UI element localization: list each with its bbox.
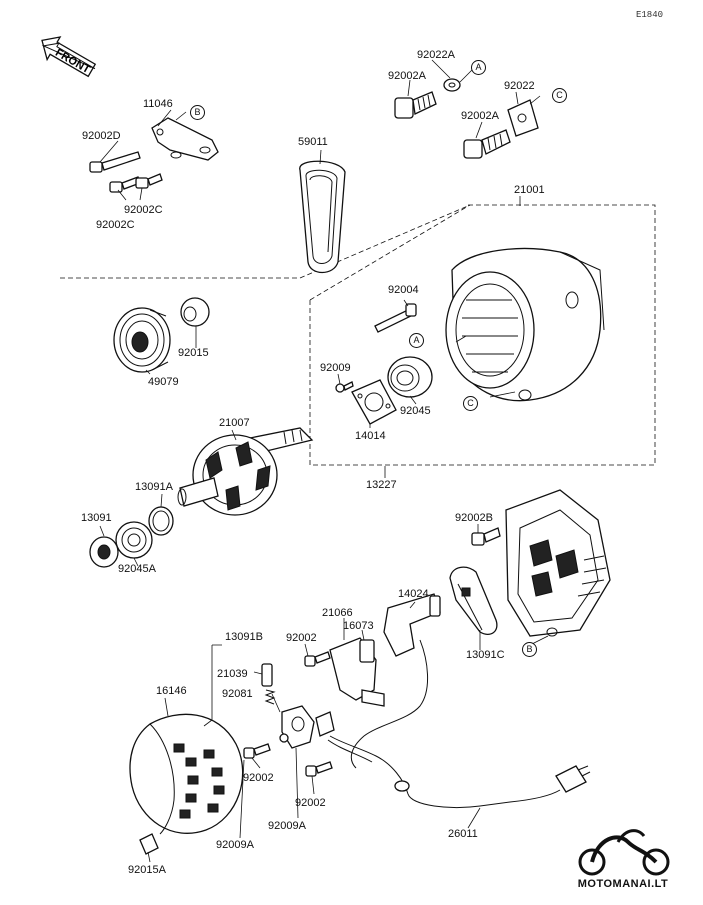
watermark-text: MOTOMANAI.LT (577, 878, 669, 890)
motorcycle-logo-icon (578, 829, 670, 876)
label-21039: 21039 (217, 668, 248, 680)
label-92022: 92022 (504, 80, 535, 92)
ref-mark-a-2: A (409, 333, 424, 348)
label-92002-3: 92002 (295, 797, 326, 809)
label-92081: 92081 (222, 688, 253, 700)
cover-13091C (449, 566, 498, 635)
brush-holder-21066 (329, 637, 385, 707)
rear-cover-16146 (129, 713, 244, 835)
label-13091B: 13091B (225, 631, 263, 643)
seal-13091 (89, 536, 119, 568)
front-housing-21001 (445, 247, 605, 402)
label-92009: 92009 (320, 362, 351, 374)
label-21001: 21001 (514, 184, 545, 196)
cap-92015A (139, 833, 159, 855)
screw-92002-3 (305, 761, 333, 777)
bolt-92002C-2 (135, 173, 163, 189)
bracket-11046 (151, 117, 219, 161)
ref-mark-c-2: C (463, 396, 478, 411)
stud-92004 (374, 303, 417, 333)
spring-92081 (264, 689, 276, 705)
plate-14014 (351, 379, 397, 425)
label-92009A-2: 92009A (216, 839, 254, 851)
screw-92009 (335, 381, 354, 393)
label-16146: 16146 (156, 685, 187, 697)
label-13091A: 13091A (135, 481, 173, 493)
label-14014: 14014 (355, 430, 386, 442)
label-92002B: 92002B (455, 512, 493, 524)
label-13227: 13227 (366, 479, 397, 491)
screw-92002-1 (304, 651, 331, 667)
pulley-49079 (113, 307, 171, 373)
label-92002D: 92002D (82, 130, 121, 142)
bearing-92045 (387, 356, 433, 398)
label-21007: 21007 (219, 417, 250, 429)
label-92015A: 92015A (128, 864, 166, 876)
label-92002-1: 92002 (286, 632, 317, 644)
ref-mark-b-2: B (522, 642, 537, 657)
label-92004: 92004 (388, 284, 419, 296)
ref-mark-b-1: B (190, 105, 205, 120)
drawing-code: E1840 (636, 10, 664, 20)
label-92015: 92015 (178, 347, 209, 359)
bolt-92002A-1 (394, 91, 437, 119)
leader-lines (99, 59, 549, 863)
spacer-92015 (180, 297, 210, 327)
bolt-92002D (89, 151, 141, 173)
front-arrow-icon: FRONT (41, 36, 97, 78)
label-26011: 26011 (448, 828, 478, 840)
bolt-92002A-2 (463, 129, 511, 159)
label-92045A: 92045A (118, 563, 156, 575)
brush-21039 (261, 663, 273, 687)
wire-harness-26011 (327, 639, 591, 808)
label-13091C: 13091C (466, 649, 505, 661)
screw-92009A (279, 733, 289, 743)
label-92002C-1: 92002C (124, 204, 163, 216)
drive-belt-59011 (299, 160, 346, 274)
ref-mark-c-1: C (552, 88, 567, 103)
rear-housing (505, 489, 611, 637)
regulator-14024 (383, 593, 441, 657)
label-16073: 16073 (343, 620, 374, 632)
assembly-21001-outline (60, 204, 656, 466)
ring-13091A (148, 506, 174, 536)
label-92045: 92045 (400, 405, 431, 417)
label-92002A-2: 92002A (461, 110, 499, 122)
label-13091: 13091 (81, 512, 112, 524)
label-21066: 21066 (322, 607, 353, 619)
washer-92022A (443, 78, 461, 92)
label-92002A-1: 92002A (388, 70, 426, 82)
screw-92002-2 (243, 743, 271, 759)
label-92022A: 92022A (417, 49, 455, 61)
label-14024: 14024 (398, 588, 429, 600)
bolt-92002B (471, 527, 501, 546)
label-92002C-2: 92002C (96, 219, 135, 231)
label-11046: 11046 (143, 98, 173, 110)
ref-mark-a-1: A (471, 60, 486, 75)
rotor-21007 (177, 427, 314, 516)
label-92009A-1: 92009A (268, 820, 306, 832)
bracket-92022 (507, 99, 539, 137)
label-49079: 49079 (148, 376, 179, 388)
label-59011: 59011 (298, 136, 328, 148)
brush-bracket (281, 705, 335, 749)
label-92002-2: 92002 (243, 772, 274, 784)
bearing-92045A (115, 521, 153, 559)
